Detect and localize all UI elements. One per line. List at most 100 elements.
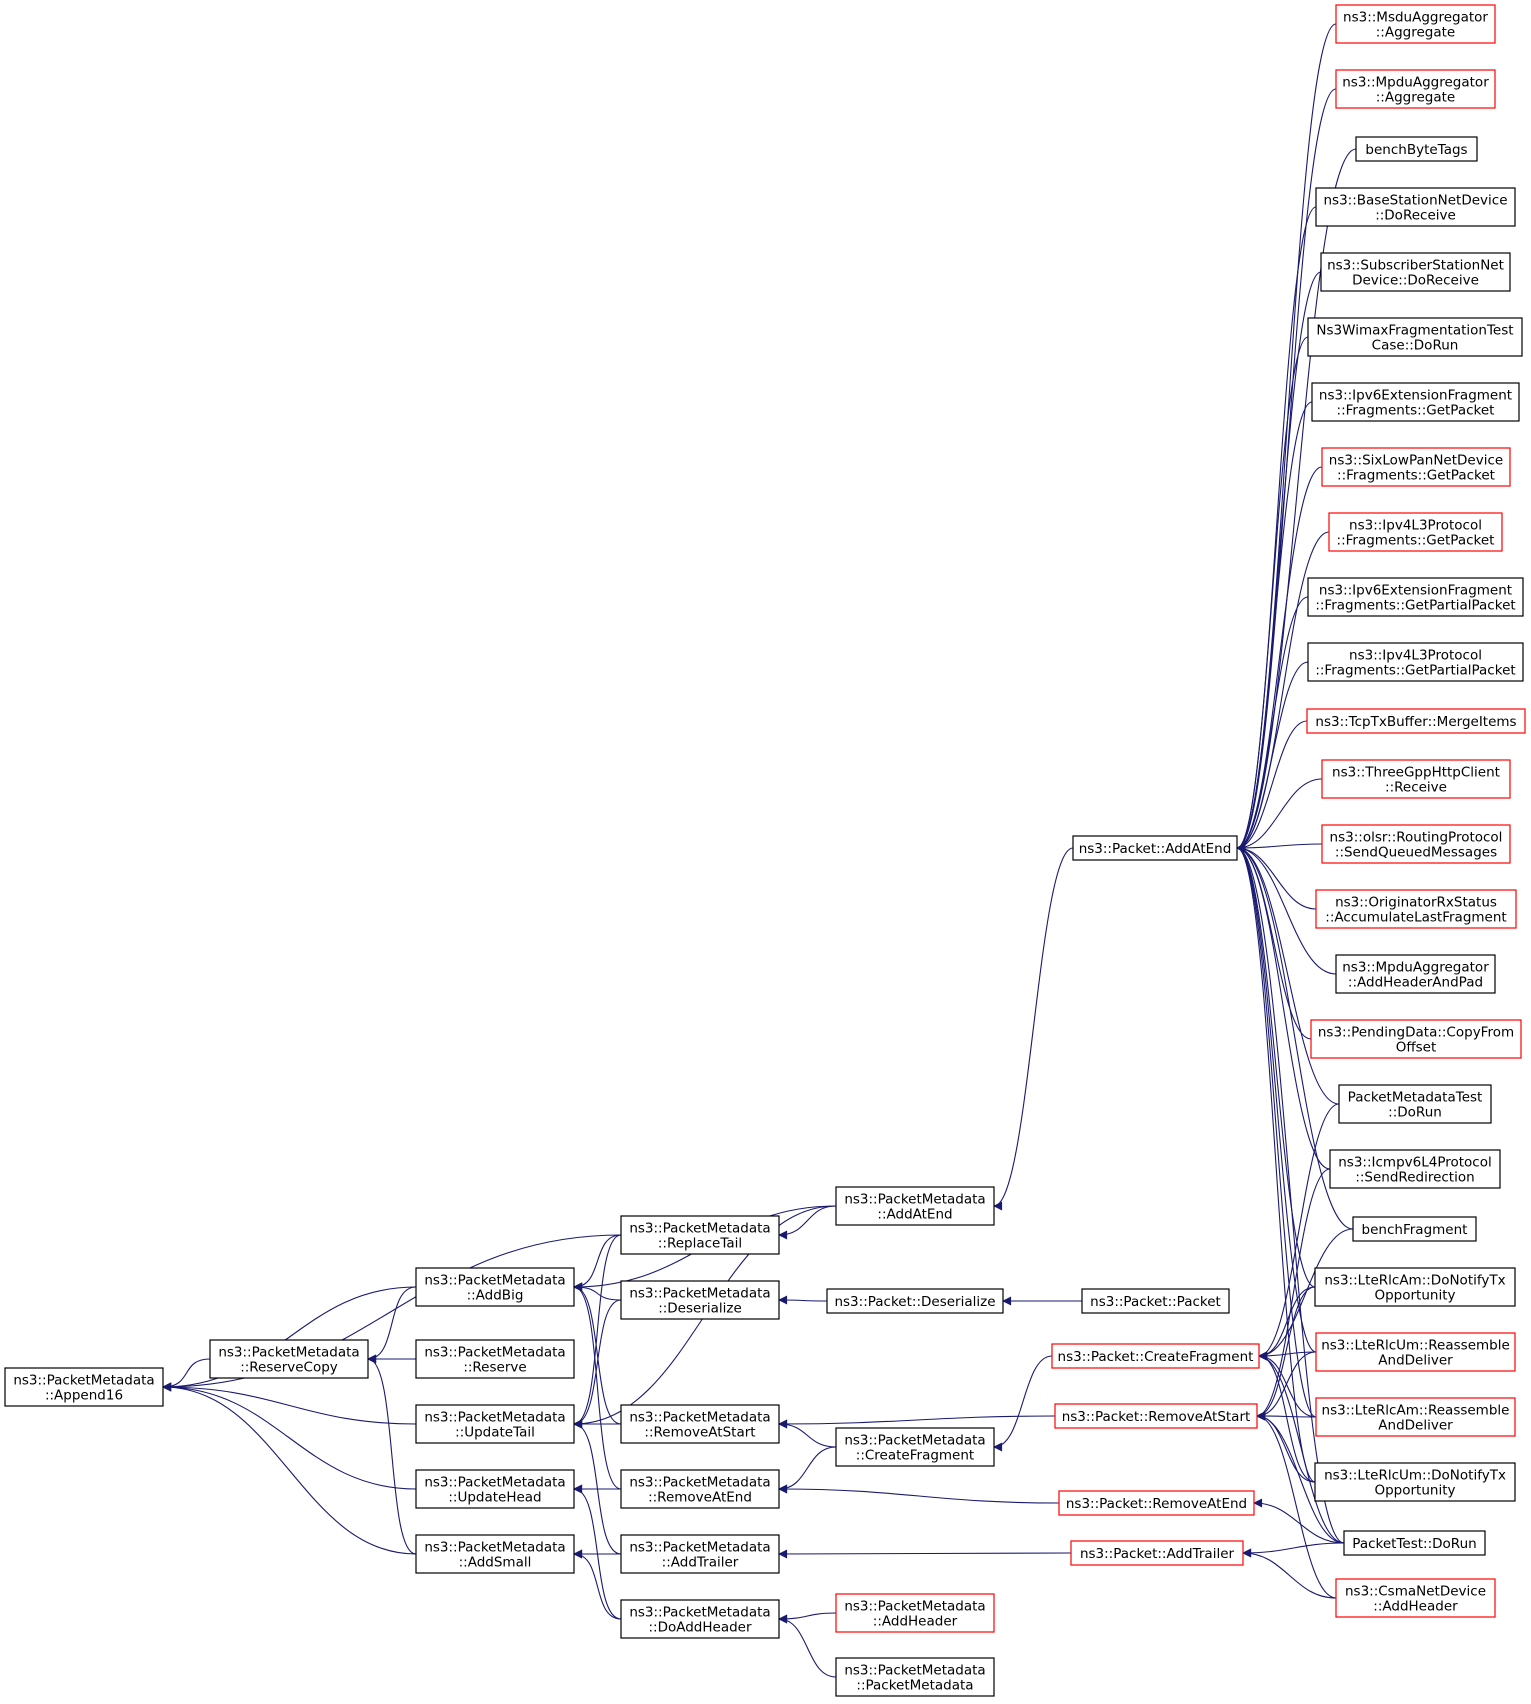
call-edge-lterlcum_rd-to-p_removeatstart [1256,1351,1317,1421]
node-label-line: ns3::PacketMetadata [218,1345,359,1361]
node-deserialize[interactable]: ns3::PacketMetadata::Deserialize [620,1280,780,1320]
node-label-line: Ns3WimaxFragmentationTest [1316,323,1513,339]
node-reserve[interactable]: ns3::PacketMetadata::Reserve [415,1339,575,1379]
node-threegpp[interactable]: ns3::ThreeGppHttpClient::Receive [1321,759,1511,799]
node-originator[interactable]: ns3::OriginatorRxStatus::AccumulateLastF… [1315,889,1517,929]
node-label-line: ::Aggregate [1376,25,1455,41]
node-removeatstart[interactable]: ns3::PacketMetadata::RemoveAtStart [620,1404,780,1444]
node-label-line: ::Receive [1385,780,1447,796]
node-p_removeatstart[interactable]: ns3::Packet::RemoveAtStart [1054,1403,1258,1429]
node-basestation[interactable]: ns3::BaseStationNetDevice::DoReceive [1315,187,1516,227]
node-label-line: Device::DoReceive [1352,273,1479,289]
call-edge-packettest-to-p_removeatstart [1256,1411,1345,1544]
node-box [1335,954,1496,994]
call-edge-lterlcam_rd-to-p_addatend [1236,843,1317,1418]
call-edge-addbig-to-append16 [162,1286,417,1392]
node-label-line: ::Fragments::GetPacket [1337,468,1495,484]
node-p_addtrailer[interactable]: ns3::Packet::AddTrailer [1070,1540,1244,1566]
node-box [620,1534,780,1574]
node-mpdu[interactable]: ns3::MpduAggregator::Aggregate [1335,69,1496,109]
call-edge-lterlcum_tx-to-p_removeatstart [1256,1411,1316,1483]
node-pm_createfragment[interactable]: ns3::PacketMetadata::CreateFragment [835,1427,995,1467]
node-ipv6frag_get[interactable]: ns3::Ipv6ExtensionFragment::Fragments::G… [1311,382,1520,422]
node-box [620,1280,780,1320]
node-box [1355,136,1478,162]
node-box [1311,382,1520,422]
node-pmtest[interactable]: PacketMetadataTest::DoRun [1338,1084,1492,1124]
call-edge-removeatstart-to-addbig [573,1282,622,1425]
node-olsr[interactable]: ns3::olsr::RoutingProtocol::SendQueuedMe… [1321,824,1511,864]
node-label-line: ::AddBig [467,1288,524,1304]
call-edge-lterlcam_tx-to-p_removeatstart [1256,1286,1316,1421]
node-subscriber[interactable]: ns3::SubscriberStationNetDevice::DoRecei… [1320,252,1511,292]
node-p_addatend[interactable]: ns3::Packet::AddAtEnd [1072,835,1238,861]
node-tcptx[interactable]: ns3::TcpTxBuffer::MergeItems [1306,708,1526,734]
node-updatehead[interactable]: ns3::PacketMetadata::UpdateHead [415,1469,575,1509]
node-box [1321,447,1511,487]
node-pm_addheader[interactable]: ns3::PacketMetadata::AddHeader [835,1593,995,1633]
node-icmpv6[interactable]: ns3::Icmpv6L4Protocol::SendRedirection [1329,1149,1501,1189]
node-label-line: ns3::CsmaNetDevice [1345,1584,1486,1600]
node-box [826,1288,1004,1314]
node-benchfragment[interactable]: benchFragment [1352,1216,1477,1242]
node-box [209,1339,369,1379]
node-label-line: ::Fragments::GetPartialPacket [1315,598,1515,614]
call-edge-packettest-to-p_createfragment [1258,1351,1345,1544]
node-addtrailer[interactable]: ns3::PacketMetadata::AddTrailer [620,1534,780,1574]
node-packettest[interactable]: PacketTest::DoRun [1343,1530,1486,1556]
node-box [620,1599,780,1639]
node-box [415,1339,575,1379]
node-box [1335,69,1496,109]
node-p_packet[interactable]: ns3::Packet::Packet [1081,1288,1230,1314]
node-updatetail[interactable]: ns3::PacketMetadata::UpdateTail [415,1404,575,1444]
node-msdu[interactable]: ns3::MsduAggregator::Aggregate [1335,4,1496,44]
node-label-line: ns3::Packet::RemoveAtEnd [1066,1496,1247,1512]
nodes-layer: ns3::PacketMetadata::Append16ns3::Packet… [4,4,1526,1697]
node-box [835,1427,995,1467]
node-addbig[interactable]: ns3::PacketMetadata::AddBig [415,1267,575,1307]
node-ipv4l3_partial[interactable]: ns3::Ipv4L3Protocol::Fragments::GetParti… [1307,642,1524,682]
call-edge-olsr-to-p_addatend [1236,843,1323,853]
node-p_deserialize[interactable]: ns3::Packet::Deserialize [826,1288,1004,1314]
node-ipv6frag_partial[interactable]: ns3::Ipv6ExtensionFragment::Fragments::G… [1307,577,1524,617]
node-mpdu_pad[interactable]: ns3::MpduAggregator::AddHeaderAndPad [1335,954,1496,994]
node-label-line: benchByteTags [1365,142,1467,158]
node-pm_addatend[interactable]: ns3::PacketMetadata::AddAtEnd [835,1186,995,1226]
node-csma[interactable]: ns3::CsmaNetDevice::AddHeader [1335,1578,1496,1618]
node-p_removeatend[interactable]: ns3::Packet::RemoveAtEnd [1058,1490,1255,1516]
node-box [620,1469,780,1509]
node-ipv4l3_get[interactable]: ns3::Ipv4L3Protocol::Fragments::GetPacke… [1328,512,1503,552]
node-removeatend[interactable]: ns3::PacketMetadata::RemoveAtEnd [620,1469,780,1509]
node-doaddheader[interactable]: ns3::PacketMetadata::DoAddHeader [620,1599,780,1639]
node-label-line: ::ReplaceTail [658,1236,742,1252]
node-append16[interactable]: ns3::PacketMetadata::Append16 [4,1367,164,1407]
node-label-line: ns3::SixLowPanNetDevice [1329,453,1503,469]
node-box [620,1215,780,1255]
node-label-line: ns3::PacketMetadata [629,1605,770,1621]
node-label-line: ns3::Packet::AddAtEnd [1079,841,1232,857]
node-label-line: ::Deserialize [658,1301,742,1317]
node-replacetail[interactable]: ns3::PacketMetadata::ReplaceTail [620,1215,780,1255]
node-addsmall[interactable]: ns3::PacketMetadata::AddSmall [415,1534,575,1574]
node-label-line: benchFragment [1362,1222,1468,1238]
node-sixlowpan[interactable]: ns3::SixLowPanNetDevice::Fragments::GetP… [1321,447,1511,487]
node-box [1335,4,1496,44]
node-label-line: ::SendRedirection [1355,1170,1474,1186]
node-pm_packetmetadata[interactable]: ns3::PacketMetadata::PacketMetadata [835,1657,995,1697]
node-box [1070,1540,1244,1566]
node-label-line: ns3::PacketMetadata [424,1273,565,1289]
node-label-line: ::AddAtEnd [877,1207,952,1223]
node-label-line: ::AddSmall [459,1555,532,1571]
node-benchbytetags[interactable]: benchByteTags [1355,136,1478,162]
node-reservecopy[interactable]: ns3::PacketMetadata::ReserveCopy [209,1339,369,1379]
node-label-line: ns3::MsduAggregator [1343,10,1488,26]
node-box [1335,1578,1496,1618]
node-p_createfragment[interactable]: ns3::Packet::CreateFragment [1051,1343,1260,1369]
call-edge-deserialize-to-addbig [573,1282,622,1301]
